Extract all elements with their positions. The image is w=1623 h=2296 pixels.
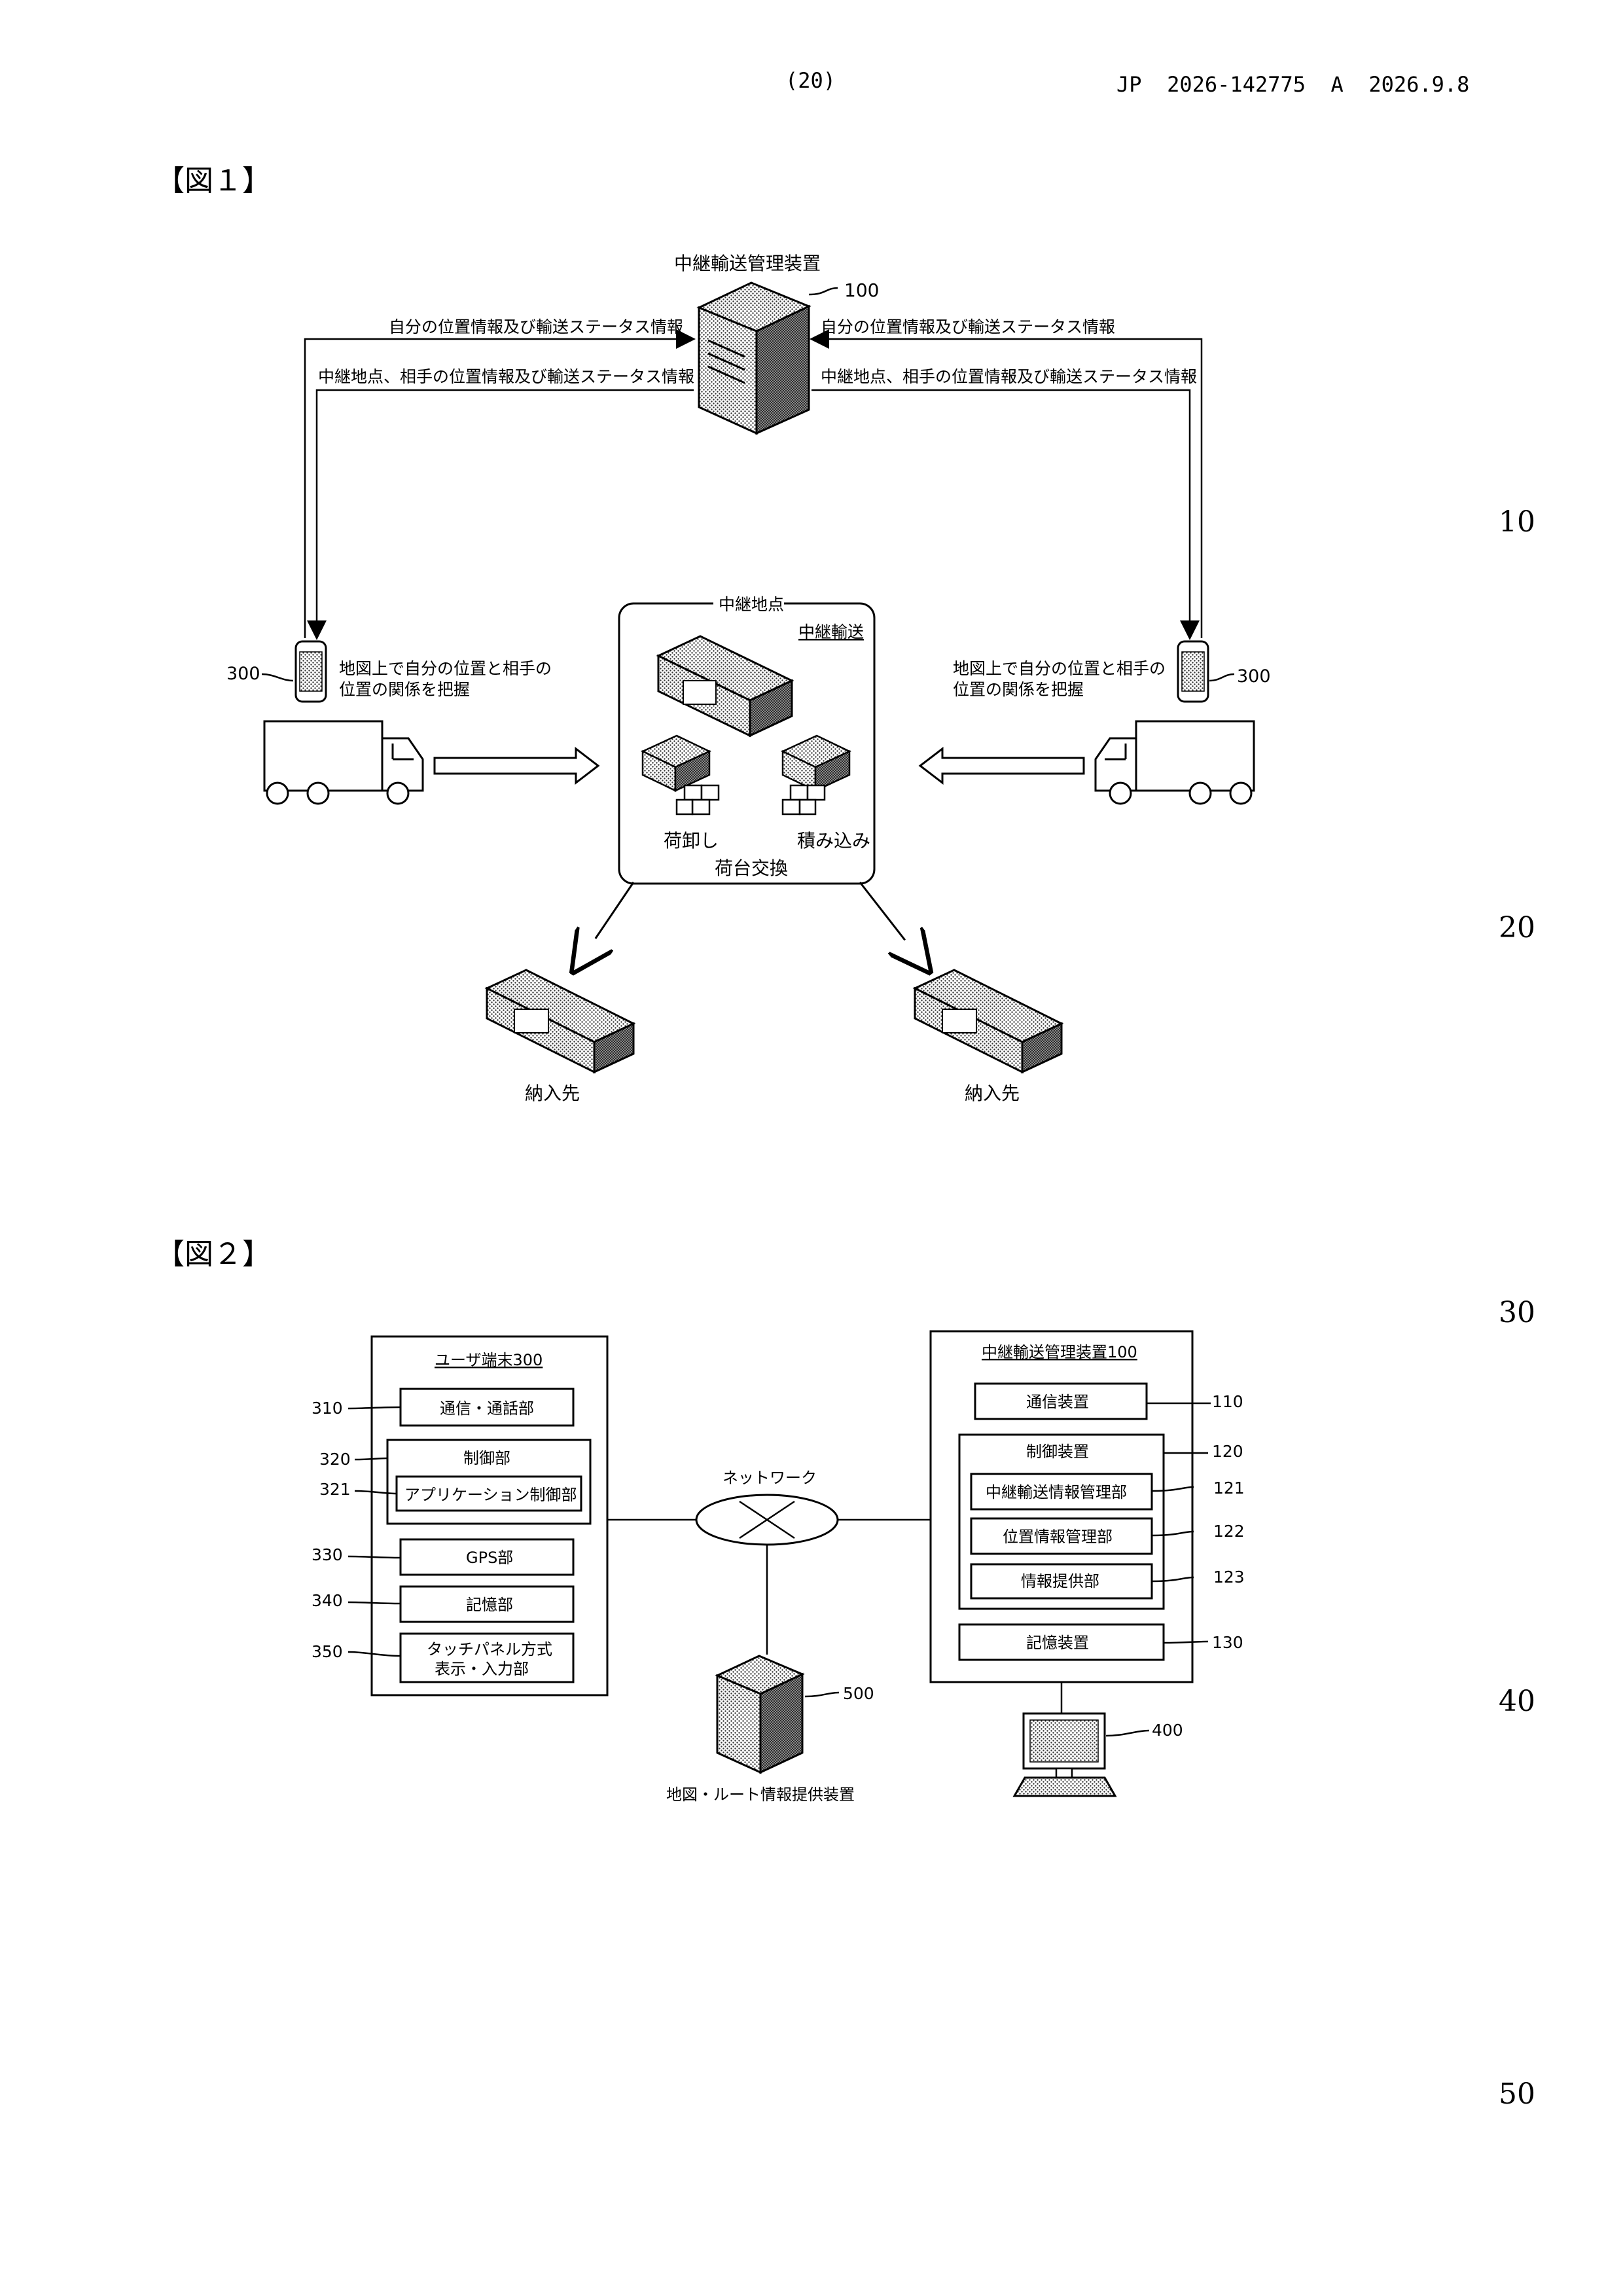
terminal-ref-left: 300 bbox=[226, 664, 260, 684]
arrow-to-relay-right bbox=[920, 749, 1084, 783]
pc-terminal bbox=[1014, 1713, 1115, 1796]
unload-label: 荷卸し bbox=[664, 830, 719, 852]
arrow-to-dest-left bbox=[573, 882, 633, 971]
destination-right-label: 納入先 bbox=[965, 1083, 1020, 1104]
touch-panel-label-1: タッチパネル方式 bbox=[427, 1640, 552, 1659]
ref-121: 121 bbox=[1213, 1479, 1245, 1498]
truck-left bbox=[264, 721, 423, 804]
relay-transport-label: 中継輸送 bbox=[798, 622, 864, 641]
user-terminal-left bbox=[296, 641, 326, 702]
map-server-label: 地図・ルート情報提供装置 bbox=[666, 1785, 855, 1804]
gps-unit-label: GPS部 bbox=[466, 1549, 513, 1567]
arrow-to-dest-right bbox=[860, 882, 929, 971]
relay-box-title: 中継地点 bbox=[719, 595, 784, 614]
arrow-right-bottom-label: 中継地点、相手の位置情報及び輸送ステータス情報 bbox=[821, 367, 1197, 386]
ref-122: 122 bbox=[1213, 1522, 1245, 1541]
load-label: 積み込み bbox=[797, 830, 870, 852]
ref-330: 330 bbox=[312, 1545, 343, 1564]
management-title: 中継輸送管理装置100 bbox=[982, 1343, 1137, 1361]
ref-130: 130 bbox=[1212, 1633, 1243, 1652]
app-control-label: アプリケーション制御部 bbox=[404, 1486, 577, 1504]
user-terminal-title: ユーザ端末300 bbox=[435, 1351, 543, 1369]
server-ref: 100 bbox=[844, 279, 879, 301]
destination-left-label: 納入先 bbox=[525, 1083, 580, 1104]
ref-321: 321 bbox=[319, 1480, 351, 1499]
arrow-left-top-label: 自分の位置情報及び輸送ステータス情報 bbox=[389, 317, 683, 336]
relay-warehouse bbox=[658, 636, 792, 736]
network-cloud bbox=[696, 1495, 838, 1545]
map-route-server bbox=[717, 1656, 802, 1772]
map-server-ref: 500 bbox=[843, 1684, 874, 1703]
storage-unit-label: 記憶部 bbox=[466, 1596, 513, 1614]
network-label: ネットワーク bbox=[722, 1469, 817, 1487]
terminal-text-right-1: 地図上で自分の位置と相手の bbox=[953, 659, 1166, 678]
exchange-label: 荷台交換 bbox=[715, 857, 788, 879]
ref-310: 310 bbox=[312, 1399, 343, 1418]
control-unit-label: 制御部 bbox=[463, 1449, 510, 1467]
ref-340: 340 bbox=[312, 1591, 343, 1610]
ref-320: 320 bbox=[319, 1450, 351, 1469]
info-provide-label: 情報提供部 bbox=[1021, 1572, 1099, 1590]
ref-123: 123 bbox=[1213, 1568, 1245, 1587]
terminal-text-left-2: 位置の関係を把握 bbox=[339, 680, 470, 699]
ref-110: 110 bbox=[1212, 1392, 1243, 1411]
control-device-label: 制御装置 bbox=[1026, 1443, 1089, 1461]
touch-panel-label-2: 表示・入力部 bbox=[435, 1660, 529, 1678]
relay-management-server bbox=[699, 283, 809, 433]
terminal-text-left-1: 地図上で自分の位置と相手の bbox=[339, 659, 552, 678]
terminal-text-right-2: 位置の関係を把握 bbox=[953, 680, 1084, 699]
position-info-mgmt-label: 位置情報管理部 bbox=[1003, 1528, 1113, 1546]
arrow-right-top-label: 自分の位置情報及び輸送ステータス情報 bbox=[821, 317, 1115, 336]
unloading-pallets bbox=[643, 736, 719, 814]
user-terminal-right bbox=[1178, 641, 1208, 702]
comm-unit-label: 通信・通話部 bbox=[440, 1399, 534, 1418]
arrow-to-relay-left bbox=[435, 749, 598, 783]
pc-ref: 400 bbox=[1152, 1721, 1183, 1740]
relay-info-mgmt-label: 中継輸送情報管理部 bbox=[986, 1483, 1127, 1501]
storage-device-label: 記憶装置 bbox=[1026, 1634, 1089, 1652]
comm-device-label: 通信装置 bbox=[1026, 1393, 1089, 1411]
server-label: 中継輸送管理装置 bbox=[674, 253, 821, 274]
destination-warehouse-left bbox=[487, 970, 633, 1072]
ref-120: 120 bbox=[1212, 1442, 1243, 1461]
ref-350: 350 bbox=[312, 1642, 343, 1661]
destination-warehouse-right bbox=[915, 970, 1061, 1072]
truck-right bbox=[1096, 721, 1254, 804]
loading-pallets bbox=[783, 736, 849, 814]
arrow-left-bottom-label: 中継地点、相手の位置情報及び輸送ステータス情報 bbox=[318, 367, 694, 386]
terminal-ref-right: 300 bbox=[1237, 666, 1271, 687]
